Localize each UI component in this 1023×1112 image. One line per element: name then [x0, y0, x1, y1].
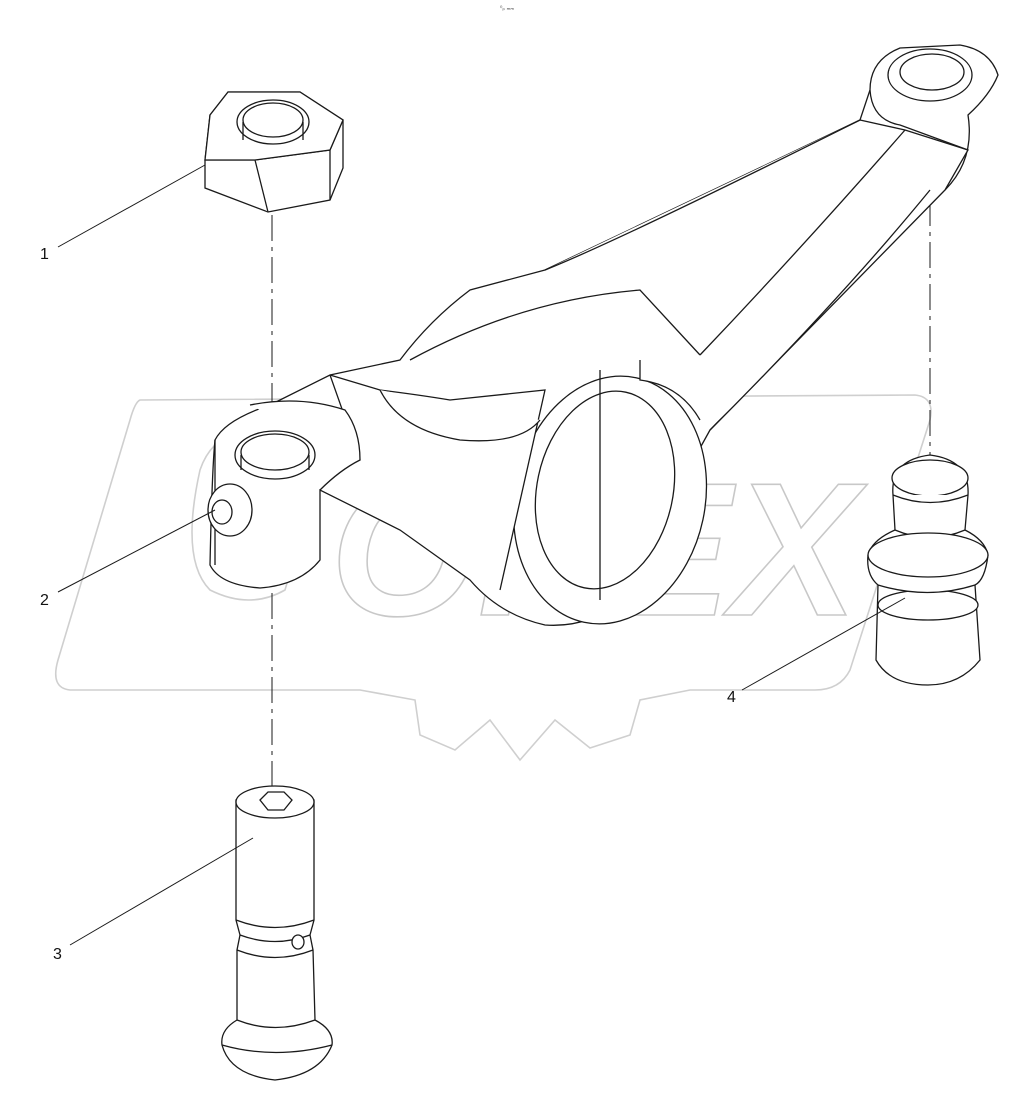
callout-1: 1	[40, 246, 49, 263]
callout-3: 3	[53, 946, 62, 963]
adjusting-screw-part	[221, 785, 333, 1081]
header-mark: ⁰ₚ ₘₘ	[500, 6, 515, 12]
ball-pin-part	[867, 454, 989, 686]
nut-part	[204, 91, 344, 213]
rocker-arm-part	[207, 44, 999, 626]
callout-2: 2	[40, 592, 49, 609]
callout-4: 4	[727, 689, 736, 706]
leader-lines	[57, 164, 906, 946]
